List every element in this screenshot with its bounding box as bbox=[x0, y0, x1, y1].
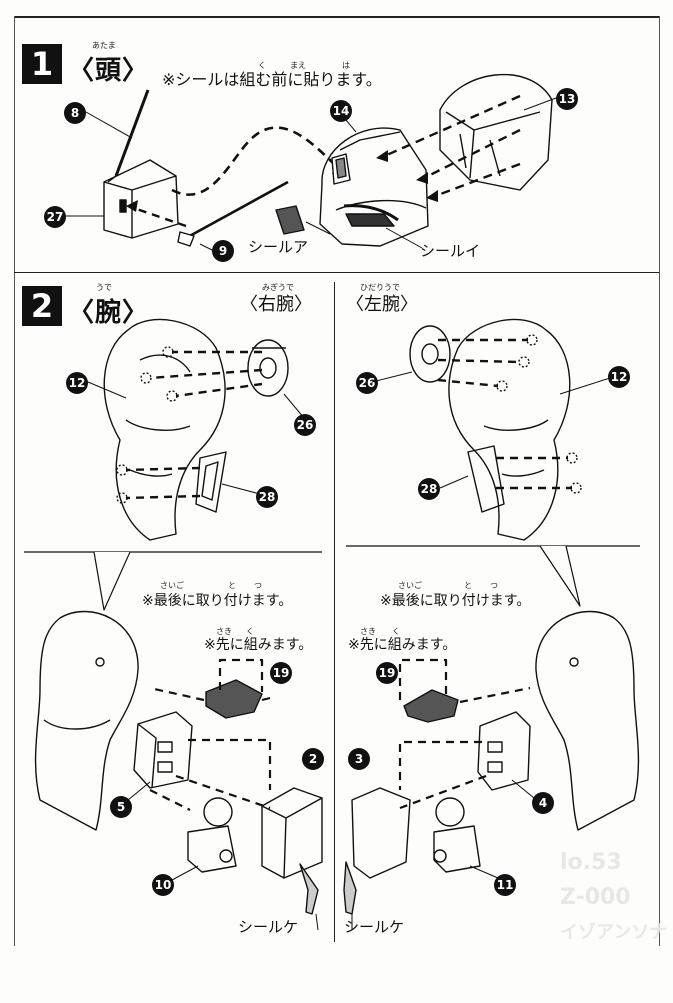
frame-right-line bbox=[659, 16, 660, 946]
seal-i-label: シールイ bbox=[420, 242, 481, 260]
seal-a-label: シールア bbox=[248, 238, 309, 256]
step2-title-ruby: うで bbox=[96, 283, 112, 292]
forearm-2 bbox=[261, 787, 323, 915]
right-part-5-callout: 5 bbox=[110, 796, 132, 818]
step1-note: ※シールは組む前に貼ります。 bbox=[162, 70, 382, 89]
right-part-28-callout: 28 bbox=[256, 486, 278, 508]
hand-10 bbox=[187, 797, 237, 873]
right-last-attach-note: ※最後に取り付けます。 bbox=[142, 593, 293, 609]
upper-arm-5 bbox=[133, 711, 193, 789]
ghost-text-1: lo.53 bbox=[560, 850, 622, 875]
right-part-2-callout: 2 bbox=[302, 748, 324, 770]
forearm-3 bbox=[343, 787, 411, 915]
frame-top-line bbox=[14, 16, 659, 18]
r-last-ruby-2: と bbox=[228, 581, 236, 590]
step2-title: 〈腕〉 bbox=[68, 298, 150, 328]
arm-divider bbox=[334, 282, 335, 942]
right-shield-mount-26 bbox=[247, 339, 289, 397]
left-first-assemble-note: ※先に組みます。 bbox=[348, 637, 457, 653]
right-part-26-callout: 26 bbox=[294, 414, 316, 436]
part-13-callout: 13 bbox=[556, 88, 578, 110]
left-shield-mount-26 bbox=[409, 325, 451, 383]
step1-number: 1 bbox=[22, 44, 62, 84]
part-27-callout: 27 bbox=[44, 206, 66, 228]
upper-arm-4 bbox=[477, 711, 531, 791]
r-first-ruby-1: さき bbox=[216, 627, 232, 636]
rod-part-9 bbox=[177, 180, 289, 247]
right-shoulder-12 bbox=[103, 318, 226, 541]
left-hook-28 bbox=[467, 445, 505, 513]
joint-19-right bbox=[205, 679, 271, 719]
l-last-ruby-2: と bbox=[464, 581, 472, 590]
left-part-26-callout: 26 bbox=[356, 372, 378, 394]
left-arm-label: 〈左腕〉 bbox=[346, 294, 418, 315]
right-arm-ruby: みぎうで bbox=[262, 283, 294, 292]
note-ruby-2: まえ bbox=[290, 61, 306, 70]
right-first-assemble-note: ※先に組みます。 bbox=[204, 637, 313, 653]
frame-left-line bbox=[14, 16, 15, 946]
left-part-28-callout: 28 bbox=[418, 478, 440, 500]
l-first-ruby-2: く bbox=[392, 627, 400, 636]
r-last-ruby-1: さいご bbox=[160, 581, 184, 590]
right-part-19-callout: 19 bbox=[270, 662, 292, 684]
part-8-callout: 8 bbox=[64, 102, 86, 124]
r-last-ruby-3: つ bbox=[254, 581, 262, 590]
left-seal-ke-label: シールケ bbox=[344, 918, 405, 936]
note-ruby-1: く bbox=[258, 61, 266, 70]
step1-title: 〈頭〉 bbox=[68, 56, 150, 86]
l-last-ruby-3: つ bbox=[490, 581, 498, 590]
joint-19-left bbox=[403, 689, 459, 723]
ghost-text-2: Z-000 bbox=[560, 885, 631, 910]
lower-left-shoulder bbox=[535, 610, 640, 831]
lower-right-shoulder bbox=[34, 610, 139, 831]
ghost-text-3: イゾアンソナ bbox=[560, 922, 668, 943]
left-part-12-callout: 12 bbox=[608, 366, 630, 388]
r-first-ruby-2: く bbox=[246, 627, 254, 636]
left-part-3-callout: 3 bbox=[348, 748, 370, 770]
hand-11 bbox=[433, 797, 481, 873]
section-divider bbox=[14, 272, 659, 273]
right-seal-ke-label: シールケ bbox=[238, 918, 299, 936]
note-ruby-3: は bbox=[342, 61, 350, 70]
step2-number: 2 bbox=[22, 286, 62, 326]
left-shoulder-12 bbox=[448, 318, 571, 541]
left-last-attach-note: ※最後に取り付けます。 bbox=[380, 593, 531, 609]
head-side-block-27 bbox=[103, 159, 179, 239]
right-hook-28 bbox=[195, 451, 227, 513]
right-part-10-callout: 10 bbox=[152, 874, 174, 896]
left-part-19-callout: 19 bbox=[376, 662, 398, 684]
left-part-4-callout: 4 bbox=[532, 792, 554, 814]
part-14-callout: 14 bbox=[330, 100, 352, 122]
step1-title-ruby: あたま bbox=[92, 41, 116, 50]
right-arm-label: 〈右腕〉 bbox=[240, 294, 312, 315]
head-rear-13 bbox=[439, 73, 553, 191]
l-last-ruby-1: さいご bbox=[398, 581, 422, 590]
part-9-callout: 9 bbox=[212, 240, 234, 262]
head-front-14 bbox=[319, 127, 429, 247]
left-arm-ruby: ひだりうで bbox=[360, 283, 400, 292]
right-part-12-callout: 12 bbox=[66, 372, 88, 394]
l-first-ruby-1: さき bbox=[360, 627, 376, 636]
left-part-11-callout: 11 bbox=[494, 874, 516, 896]
